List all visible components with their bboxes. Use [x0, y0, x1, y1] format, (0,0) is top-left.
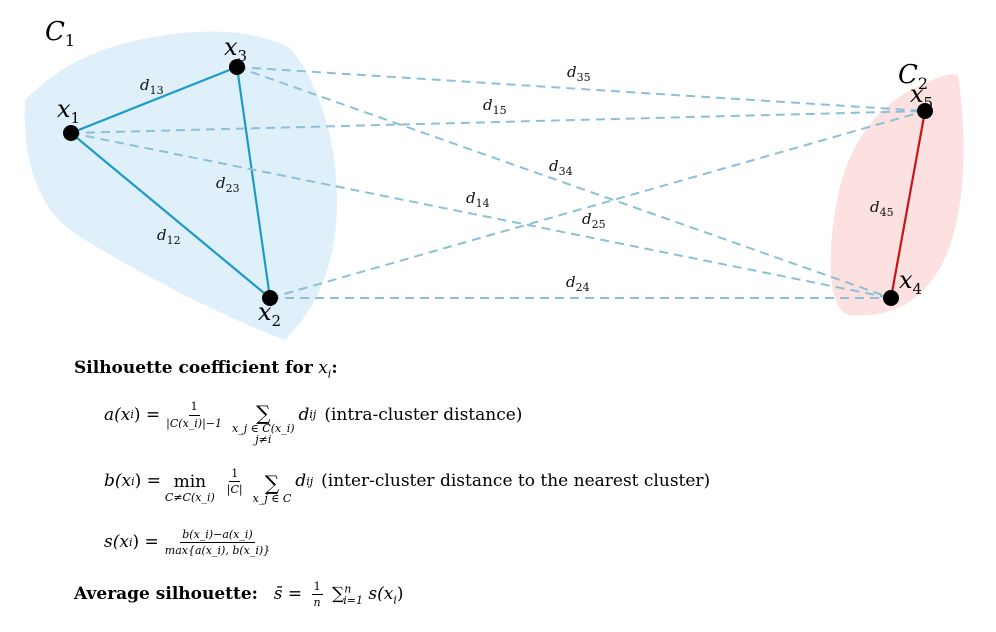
- edge-d45: [889, 110, 927, 299]
- point-x1: [63, 125, 79, 141]
- label-d45: d45: [870, 198, 894, 219]
- average-term-end: ): [396, 584, 404, 605]
- average-term-sub: i: [393, 593, 397, 607]
- label-d35: d35: [567, 63, 591, 84]
- edge-d13: [70, 65, 238, 135]
- average-lhs: s̄ =: [273, 584, 303, 605]
- formula-average: Average silhouette: s̄ = 1 n ∑ni=1 s(xi): [74, 580, 404, 609]
- formula-a-frac-num: 1: [188, 400, 200, 416]
- point-x5-label: x5: [910, 80, 933, 112]
- average-term: s(x: [368, 584, 394, 605]
- formula-a-lhs-end: ) =: [133, 404, 161, 425]
- formula-b-lhs-end: ) =: [134, 471, 161, 492]
- average-sum-upper: n: [344, 582, 352, 596]
- edge-d12: [70, 132, 271, 299]
- point-x3: [229, 59, 245, 75]
- label-d14: d14: [466, 189, 490, 210]
- point-x2: [262, 290, 278, 306]
- cluster-c2-region: [830, 74, 964, 316]
- point-x4-label: x4: [899, 266, 922, 298]
- formula-a-frac: 1 |C(x_i)|−1: [164, 400, 224, 429]
- edge-d34: [236, 66, 892, 299]
- formula-b-term: d: [295, 471, 307, 492]
- heading-text: Silhouette coefficient for: [74, 358, 313, 378]
- label-d25: d25: [582, 210, 606, 231]
- formula-s-lhs-end: ) =: [132, 532, 159, 553]
- silhouette-diagram: C1 C2 x1 x2 x3 x4 x5 d13 d23 d12 d35 d15…: [24, 17, 964, 341]
- label-d12: d12: [157, 226, 181, 247]
- formula-b-sum-symbol: ∑: [264, 471, 280, 495]
- formula-b-min-limit: C≠C(x_i): [164, 490, 215, 504]
- formula-s-frac: b(x_i)−a(x_i) max{a(x_i), b(x_i)}: [163, 528, 272, 557]
- edge-d25: [269, 110, 926, 299]
- formula-a-term: d: [298, 404, 310, 425]
- point-x4: [883, 290, 899, 306]
- heading-colon: :: [331, 358, 338, 378]
- formula-b-min: min C≠C(x_i): [165, 473, 215, 504]
- formula-b-lhs: b(x: [104, 471, 132, 492]
- formula-s-frac-num: b(x_i)−a(x_i): [180, 528, 255, 544]
- formula-s-lhs: s(x: [104, 532, 129, 553]
- average-sum: ∑: [332, 584, 345, 605]
- formula-a-lhs: a(x: [104, 404, 131, 425]
- label-d24: d24: [566, 273, 590, 294]
- point-x3-label: x3: [224, 33, 247, 65]
- formula-a-sum: ∑ x_j ∈ C(x_i) j≠i: [232, 403, 294, 445]
- formula-a-term-sub: ij: [309, 408, 317, 422]
- formula-a-sum-limit2: j≠i: [255, 433, 272, 446]
- formula-b-note: (inter-cluster distance to the nearest c…: [321, 471, 711, 492]
- formula-b-sum-limit: x_j ∈ C: [252, 492, 292, 505]
- label-d23: d23: [216, 174, 240, 195]
- formula-a-sum-symbol: ∑: [256, 401, 271, 425]
- edge-d35: [236, 66, 926, 112]
- label-d34: d34: [549, 157, 573, 178]
- label-d13: d13: [140, 76, 164, 97]
- point-x1-label: x1: [57, 95, 80, 127]
- average-label: Average silhouette:: [74, 584, 258, 605]
- formula-s-lhs-sub: i: [128, 536, 133, 550]
- formula-b-frac-num: 1: [229, 467, 241, 482]
- formula-b-frac-den: |C|: [226, 483, 243, 496]
- average-frac: 1 n: [311, 580, 323, 610]
- average-sum-lower: i=1: [343, 593, 364, 607]
- formula-s-frac-den: max{a(x_i), b(x_i)}: [164, 544, 271, 558]
- cluster-c2-label: C2: [898, 60, 928, 93]
- edge-d15: [70, 110, 926, 134]
- edge-d23: [235, 66, 272, 299]
- formula-b-min-op: min: [173, 472, 207, 493]
- formula-b-lhs-sub: i: [131, 474, 135, 488]
- formula-b-frac: 1 |C|: [225, 467, 245, 496]
- cluster-c1-region: [24, 31, 337, 341]
- point-x5: [917, 103, 933, 119]
- average-frac-num: 1: [311, 580, 323, 596]
- formula-b-sum: ∑ x_j ∈ C: [253, 473, 292, 504]
- cluster-c1-label: C1: [45, 17, 75, 50]
- heading-var: x: [318, 358, 328, 378]
- heading-var-sub: i: [327, 367, 332, 381]
- point-x2-label: x2: [258, 298, 281, 330]
- formula-b-term-sub: ij: [306, 474, 314, 488]
- label-d15: d15: [483, 96, 507, 117]
- average-frac-den: n: [313, 596, 321, 610]
- formula-a-sum-limit: x_j ∈ C(x_i): [232, 422, 295, 435]
- formula-a-lhs-sub: i: [130, 408, 134, 422]
- edge-d14: [70, 132, 892, 299]
- formulas-heading: Silhouette coefficient for xi:: [74, 358, 338, 381]
- formula-a-note: (intra-cluster distance): [324, 404, 523, 425]
- formula-a-frac-den: |C(x_i)|−1: [166, 416, 223, 430]
